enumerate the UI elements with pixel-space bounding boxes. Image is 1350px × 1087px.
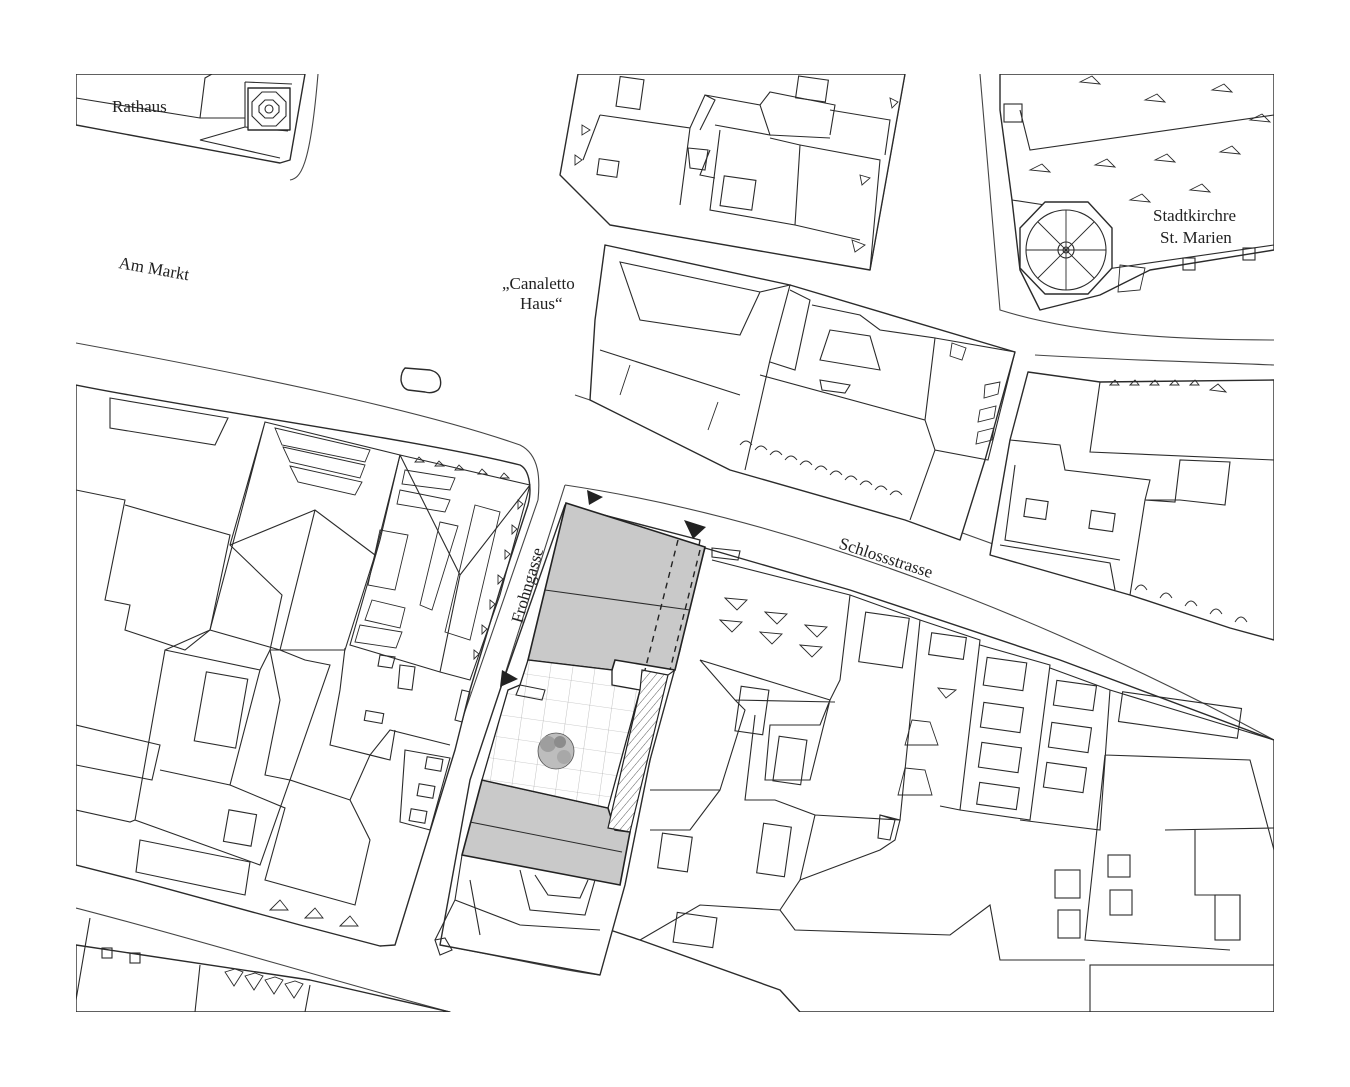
label-stadtkirche-line1: Stadtkirchre — [1153, 206, 1236, 225]
street-edge-church-east-2 — [1034, 354, 1274, 366]
facade-bays — [739, 440, 903, 496]
church-yard-trees — [1028, 75, 1272, 203]
canaletto-haus-block — [589, 244, 1016, 541]
label-am-markt: Am Markt — [117, 253, 191, 284]
entrance-arrow-east-icon — [684, 520, 706, 539]
label-canaletto-line1: „Canaletto — [502, 274, 575, 293]
entrance-arrow-north-icon — [587, 490, 603, 505]
label-rathaus: Rathaus — [112, 97, 167, 116]
octagon-tower-icon — [247, 87, 291, 131]
street-edge-north — [289, 74, 319, 181]
market-fountain-icon — [400, 367, 442, 394]
north-block — [559, 74, 906, 271]
street-edge-schloss-south — [564, 484, 1274, 741]
east-block-south — [609, 547, 1274, 1012]
street-edge-markt-south — [76, 342, 540, 501]
label-schlossstrasse: Schlossstrasse — [837, 534, 935, 582]
street-edge-south — [76, 907, 451, 1012]
site-passage — [607, 669, 669, 833]
west-block-markt — [76, 384, 531, 947]
entrance-arrow-west-icon — [500, 670, 518, 687]
label-stadtkirche-line2: St. Marien — [1160, 228, 1232, 247]
tree-icon — [537, 732, 575, 770]
label-canaletto-line2: Haus“ — [520, 294, 562, 313]
octagon-tower-icon — [1019, 201, 1113, 295]
east-block-north — [989, 371, 1274, 641]
site-building-north — [527, 501, 706, 671]
south-west-block — [76, 944, 451, 1012]
street-edge-church-east — [979, 74, 1274, 341]
